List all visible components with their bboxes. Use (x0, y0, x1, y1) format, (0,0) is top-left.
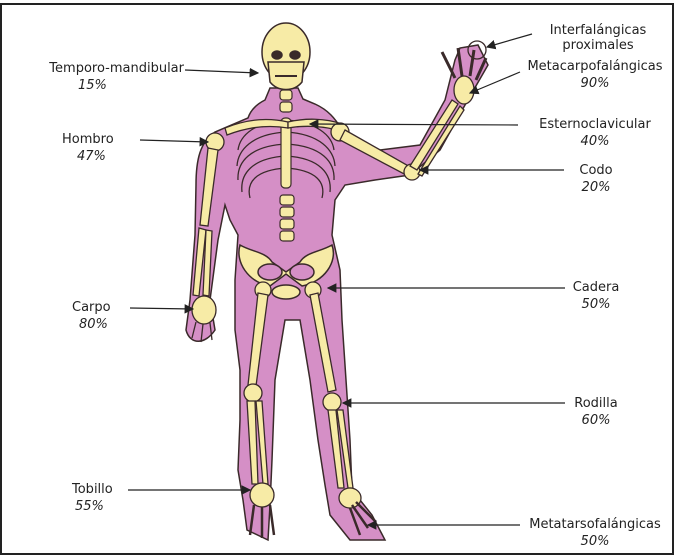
label-interfalangicas: Interfalángicas proximales (533, 22, 663, 54)
label-rodilla-name: Rodilla (566, 395, 626, 412)
label-cadera-name: Cadera (566, 279, 626, 296)
label-rodilla-pct: 60% (566, 412, 626, 429)
label-metatarso-pct: 50% (520, 533, 670, 550)
label-carpo-name: Carpo (72, 299, 132, 316)
label-metatarso-name: Metatarsofalángicas (520, 516, 670, 533)
label-metatarso: Metatarsofalángicas 50% (520, 516, 670, 550)
label-cadera: Cadera 50% (566, 279, 626, 313)
sternum (281, 118, 291, 188)
label-carpo-pct: 80% (72, 316, 132, 333)
skull (262, 23, 310, 90)
label-esterno-pct: 40% (520, 133, 670, 150)
label-metacarpo: Metacarpofalángicas 90% (520, 58, 670, 92)
label-interfalangicas-name2: proximales (533, 37, 663, 54)
pointer-hombro (140, 140, 208, 142)
pointer-temporo (185, 70, 258, 73)
label-carpo: Carpo 80% (72, 299, 132, 333)
label-codo-pct: 20% (566, 179, 626, 196)
label-temporo-name: Temporo-mandibular (14, 60, 184, 77)
label-rodilla: Rodilla 60% (566, 395, 626, 429)
label-tobillo-pct: 55% (72, 498, 132, 515)
label-codo: Codo 20% (566, 162, 626, 196)
label-metacarpo-pct: 90% (520, 75, 670, 92)
label-esterno-name: Esternoclavicular (520, 116, 670, 133)
label-hombro-pct: 47% (62, 148, 142, 165)
label-metacarpo-name: Metacarpofalángicas (520, 58, 670, 75)
label-tobillo: Tobillo 55% (72, 481, 132, 515)
pointer-carpo (130, 308, 193, 309)
label-hombro-name: Hombro (62, 131, 142, 148)
label-esterno: Esternoclavicular 40% (520, 116, 670, 150)
label-cadera-pct: 50% (566, 296, 626, 313)
label-codo-name: Codo (566, 162, 626, 179)
label-tobillo-name: Tobillo (72, 481, 132, 498)
label-temporo: Temporo-mandibular 15% (14, 60, 184, 94)
label-hombro: Hombro 47% (62, 131, 142, 165)
label-temporo-pct: 15% (14, 77, 184, 94)
pointer-interfalangicas (487, 34, 532, 47)
